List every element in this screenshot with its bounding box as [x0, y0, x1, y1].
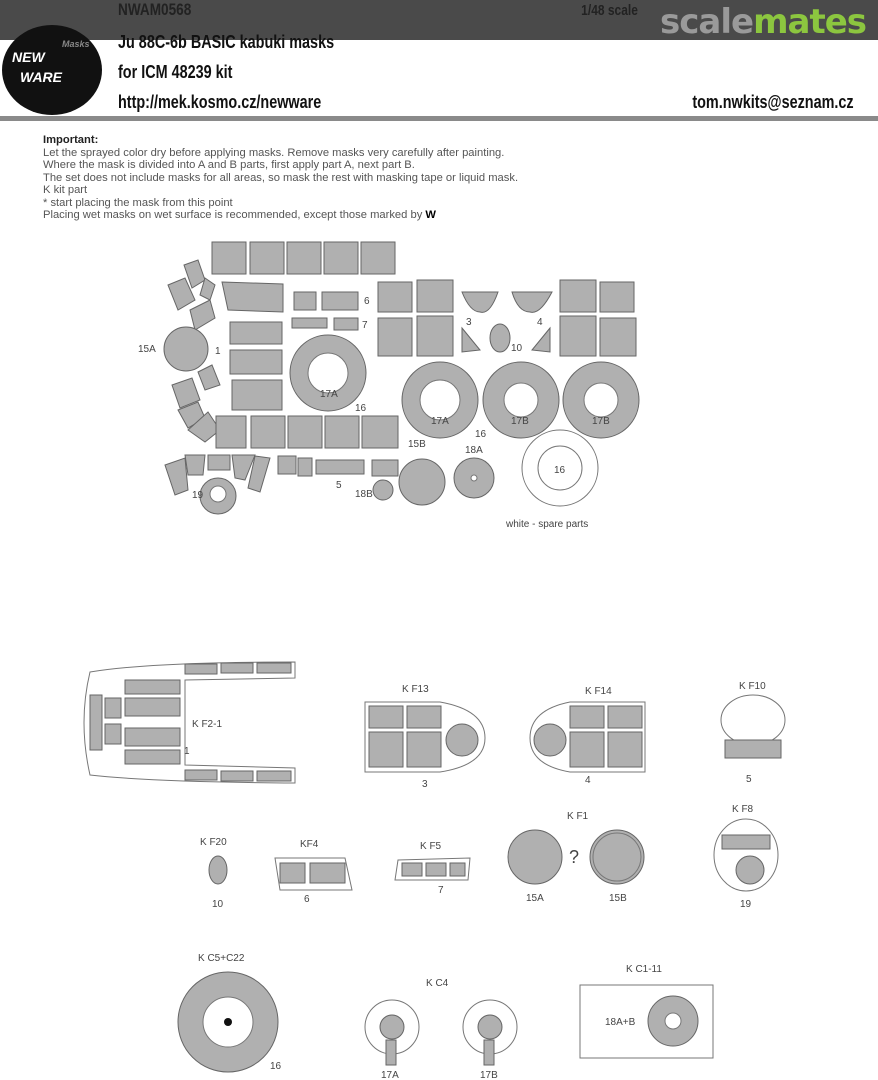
- part-label: 19: [740, 899, 752, 910]
- instruction-line: Where the mask is divided into A and B p…: [43, 159, 415, 171]
- kit-part-label: K C4: [426, 978, 449, 989]
- part-label: 16: [475, 429, 487, 440]
- kit-part-label: K F5: [420, 841, 442, 852]
- instructions: Important: Let the sprayed color dry bef…: [43, 134, 518, 222]
- kit-part-label: K C5+C22: [198, 953, 245, 964]
- email-link[interactable]: tom.nwkits@seznam.cz: [692, 92, 854, 112]
- part-label: 17B: [592, 416, 610, 427]
- part-label: 3: [466, 317, 472, 328]
- part-label: 1: [215, 346, 221, 357]
- part-label: 15B: [408, 439, 426, 450]
- part-label: 15A: [526, 893, 544, 904]
- kit-reference: for ICM 48239 kit: [118, 62, 233, 82]
- part-label: 7: [438, 885, 444, 896]
- part-label: 4: [537, 317, 543, 328]
- part-label: 3: [422, 779, 428, 790]
- header-band: [0, 0, 878, 40]
- instruction-line: Let the sprayed color dry before applyin…: [43, 146, 505, 159]
- mask-sheet: [163, 241, 640, 515]
- part-label: 6: [364, 296, 370, 307]
- instruction-line: K kit part: [43, 184, 88, 196]
- question-mark: ?: [569, 847, 579, 867]
- scalemates-watermark: scalemates: [660, 2, 867, 42]
- placement-diagrams: [83, 661, 786, 1073]
- kit-part-label: K F8: [732, 804, 754, 815]
- instruction-line: * start placing the mask from this point: [43, 196, 233, 209]
- part-label: 15A: [138, 344, 156, 355]
- kit-part-label: K F13: [402, 684, 429, 695]
- part-label: 5: [746, 774, 752, 785]
- sheet-labels: 6 7 3 4 15A 1 10 17A 16 17A 17B 17B 15B …: [138, 296, 610, 530]
- part-label: 7: [362, 320, 368, 331]
- part-label: 16: [270, 1061, 282, 1072]
- part-label: 15B: [609, 893, 627, 904]
- scale-label: 1/48 scale: [581, 2, 638, 19]
- kit-part-label: KF4: [300, 839, 319, 850]
- instructions-heading: Important:: [43, 134, 99, 146]
- instruction-line: The set does not include masks for all a…: [43, 171, 519, 184]
- part-label: 16: [554, 465, 566, 476]
- kit-part-label: K F2-1: [192, 719, 222, 730]
- part-label: 17A: [431, 416, 449, 427]
- part-label: 4: [585, 775, 591, 786]
- website-link[interactable]: http://mek.kosmo.cz/newware: [118, 92, 322, 112]
- kit-part-label: K F10: [739, 681, 766, 692]
- part-label: 17B: [480, 1070, 498, 1080]
- part-label: 17A: [381, 1070, 399, 1080]
- instruction-line: Placing wet masks on wet surface is reco…: [43, 209, 436, 221]
- kit-part-label: K C1-11: [626, 964, 662, 975]
- kit-part-label: K F20: [200, 837, 227, 848]
- part-label: 6: [304, 894, 310, 905]
- kit-part-label: K F1: [567, 811, 589, 822]
- wet-mark: W: [425, 209, 436, 221]
- part-label: 16: [355, 403, 367, 414]
- part-label: 10: [212, 899, 224, 910]
- part-label: 18A: [465, 445, 483, 456]
- part-label: 5: [336, 480, 342, 491]
- part-label: 17B: [511, 416, 529, 427]
- part-label: 17A: [320, 389, 338, 400]
- part-label: 18A+B: [605, 1017, 636, 1028]
- placement-labels: K F2-1 1 K F13 3 K F14 4 K F10 5 K F20 1…: [184, 681, 766, 1080]
- part-label: 19: [192, 490, 204, 501]
- product-code: NWAM0568: [118, 0, 192, 19]
- kit-part-label: K F14: [585, 686, 612, 697]
- product-title: Ju 88C-6b BASIC kabuki masks: [118, 32, 335, 52]
- part-label: 10: [511, 343, 523, 354]
- part-label: 18B: [355, 489, 373, 500]
- part-label: 1: [184, 746, 190, 757]
- spare-parts-note: white - spare parts: [505, 519, 588, 530]
- header-divider: [0, 116, 878, 121]
